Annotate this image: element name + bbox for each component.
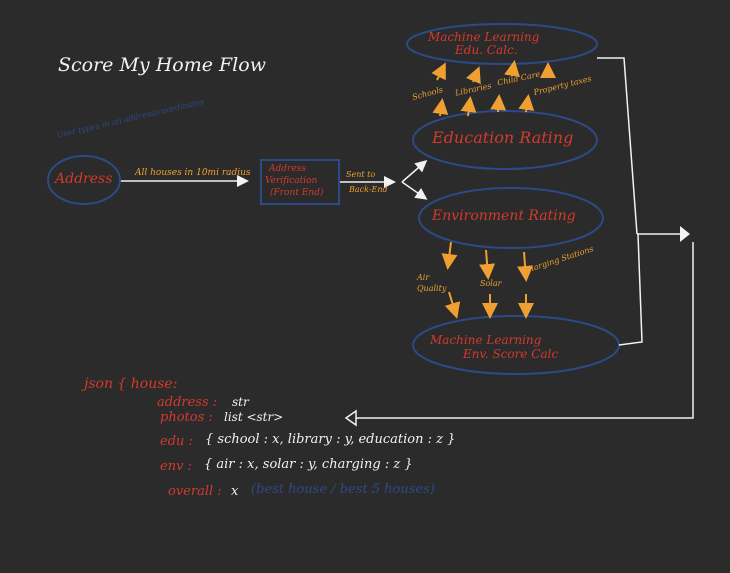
json-overall-key: overall : [168, 484, 222, 499]
arrow-split-up [401, 160, 428, 183]
address-label: Address [55, 171, 113, 187]
connector-to-json [356, 242, 694, 419]
verification-line2: Verification [265, 176, 318, 186]
connector-ml-env-out [618, 233, 643, 346]
sent-line2: Back-End [349, 185, 388, 194]
json-photos-key: photos : [160, 410, 213, 425]
env-rating-node [418, 187, 604, 249]
json-arrowhead [344, 409, 357, 427]
verification-line1: Address [269, 164, 306, 174]
env-factor-air: Air Quality [417, 273, 447, 293]
sent-line1: Sent to [346, 170, 376, 179]
json-overall-note: (best house / best 5 houses) [251, 482, 435, 497]
arrow-libraries [466, 66, 481, 85]
edu-rating-node [412, 110, 598, 170]
json-env-val: { air : x, solar : y, charging : z } [204, 457, 413, 472]
env-factor-solar: Solar [480, 279, 502, 288]
arrow-charging-down [517, 251, 534, 282]
arrow-edu-b [460, 96, 477, 117]
ml-edu-line1: Machine Learning [428, 30, 540, 44]
arrow-childcare [504, 60, 520, 78]
arrow-edu-a [432, 98, 449, 117]
arrow-split-down [401, 181, 428, 200]
all-houses-label: All houses in 10mi radius [135, 168, 251, 178]
connector-ml-edu-out [597, 57, 638, 235]
json-address-val: str [232, 395, 249, 409]
arrow-edu-d [518, 94, 535, 113]
ml-edu-line2: Edu. Calc. [455, 43, 518, 57]
diagram-title: Score My Home Flow [58, 54, 266, 76]
verification-node [260, 159, 340, 205]
arrow-solar-down [479, 249, 496, 280]
ml-env-line1: Machine Learning [430, 333, 542, 347]
arrow-edu-c [490, 94, 507, 113]
ml-edu-node [406, 23, 598, 65]
arrow-schools [431, 62, 446, 81]
arrow-air-down [441, 241, 458, 270]
json-header: json { house: [84, 376, 178, 392]
address-node [47, 155, 121, 205]
verification-line3: (Front End) [270, 188, 324, 198]
env-rating-label: Environment Rating [432, 208, 576, 224]
json-edu-val: { school : x, library : y, education : z… [205, 432, 456, 447]
merge-arrowhead [680, 226, 690, 242]
ml-env-line2: Env. Score Calc [463, 347, 559, 361]
json-address-key: address : [157, 395, 218, 410]
json-photos-val: list <str> [224, 410, 284, 424]
json-edu-key: edu : [160, 434, 193, 449]
json-overall-val: x [231, 484, 239, 499]
edu-rating-label: Education Rating [432, 128, 574, 147]
json-env-key: env : [160, 459, 192, 474]
arrow-air-to-ml [444, 291, 461, 319]
